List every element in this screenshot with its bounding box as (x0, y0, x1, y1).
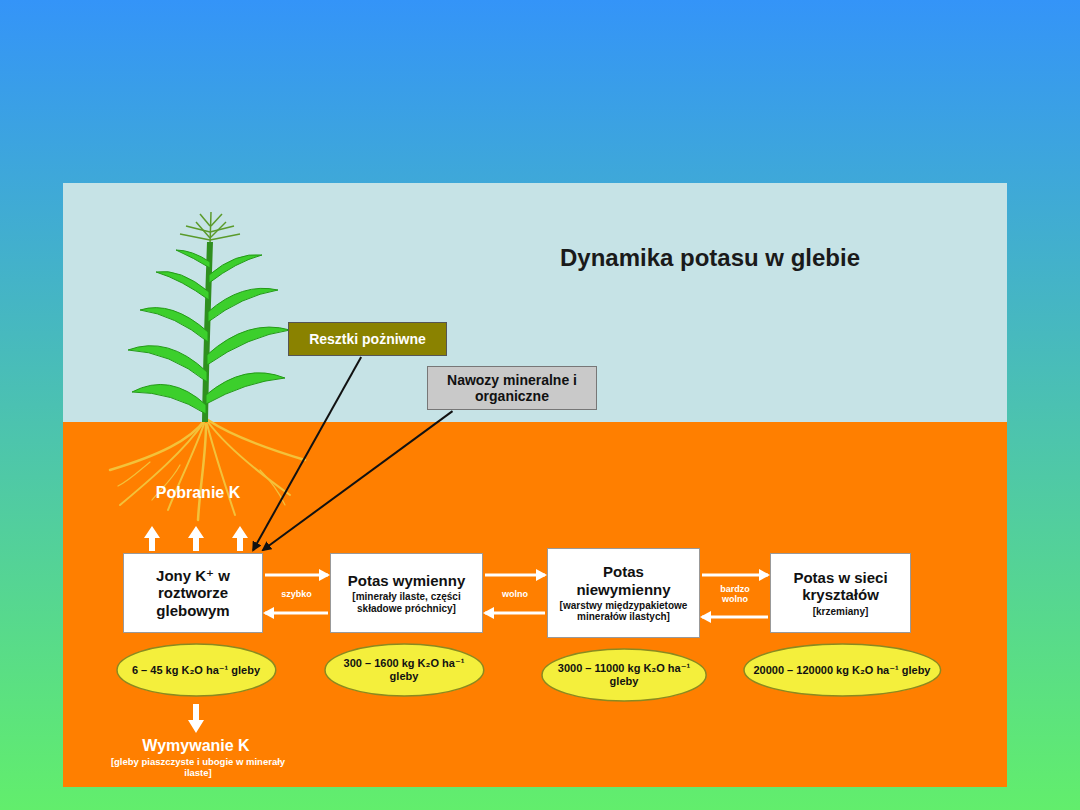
tassel-stroke (200, 214, 210, 226)
node-text: 20000 – 120000 kg K₂O ha⁻¹ gleby (753, 664, 930, 677)
amount-ellipse: 20000 – 120000 kg K₂O ha⁻¹ gleby (743, 643, 942, 697)
connector-arrow (265, 574, 328, 577)
root (110, 420, 205, 470)
tassel-stroke (211, 214, 222, 226)
node-text: Resztki pożniwne (309, 331, 426, 347)
sky-panel (63, 183, 1007, 423)
pool-box: Potas wymienny [minerały ilaste, części s… (330, 553, 483, 633)
up-arrow (144, 526, 160, 551)
pool-box: Potas niewymienny[warstwy międzypakietow… (547, 548, 700, 638)
node-text: 6 – 45 kg K₂O ha⁻¹ gleby (132, 664, 260, 677)
tassel-stroke (210, 226, 234, 232)
node-text: Jony K⁺ w roztworze glebowym (130, 567, 256, 619)
node-text: Potas niewymienny (554, 563, 693, 598)
plant-tassel (180, 212, 240, 245)
input-box: Resztki pożniwne (288, 322, 447, 356)
root (208, 420, 305, 460)
root (198, 424, 206, 520)
pool-box: Jony K⁺ w roztworze glebowym (123, 553, 263, 633)
leaf (132, 384, 206, 414)
leaf (206, 373, 285, 404)
connector-arrow (702, 616, 768, 619)
node-text: Nawozy mineralne i organiczne (434, 372, 590, 404)
amount-ellipse: 300 – 1600 kg K₂O ha⁻¹ gleby (324, 643, 485, 697)
pool-box: Potas w sieci kryształów [krzemiany] (770, 553, 911, 633)
connector-arrow (265, 612, 328, 615)
plant-leaves (128, 250, 290, 414)
root (118, 462, 150, 486)
connector-arrow (702, 574, 768, 577)
tassel-stroke (186, 226, 210, 232)
leaf (208, 288, 278, 322)
leaf (207, 327, 290, 365)
node-subtext: [warstwy międzypakietowe minerałów ilast… (554, 600, 693, 623)
tassel-stroke (180, 234, 210, 240)
node-subtext: [minerały ilaste, części składowe próchn… (337, 591, 476, 614)
ellipse-shape (744, 644, 941, 696)
node-text: 3000 – 11000 kg K₂O ha⁻¹ gleby (551, 662, 697, 687)
leaf (140, 308, 208, 342)
uptake-label: Pobranie K (128, 484, 268, 502)
connector-arrow (485, 612, 545, 615)
edge-label: bardzo wolno (711, 584, 759, 605)
connector-arrow (263, 411, 453, 550)
uptake-arrows (144, 526, 248, 551)
tassel-stroke (210, 234, 240, 240)
leaching-arrow (188, 704, 204, 733)
leaf (209, 255, 262, 283)
edge-label: szybko (273, 589, 321, 599)
diagram-title: Dynamika potasu w glebie (470, 244, 950, 272)
ellipse-shape (325, 644, 484, 696)
node-text: Potas wymienny (348, 572, 466, 589)
leaf (176, 250, 210, 268)
connector-arrow (485, 574, 545, 577)
ellipse-shape (117, 644, 276, 696)
amount-ellipse: 6 – 45 kg K₂O ha⁻¹ gleby (116, 643, 277, 697)
input-box: Nawozy mineralne i organiczne (427, 366, 597, 410)
node-text: Potas w sieci kryształów (777, 569, 904, 604)
up-arrow (232, 526, 248, 551)
leaching-label: Wymywanie K (106, 737, 286, 755)
connector-arrow (253, 357, 361, 550)
amount-ellipse: 3000 – 11000 kg K₂O ha⁻¹ gleby (541, 648, 707, 702)
leaf (128, 346, 207, 382)
soil-panel (63, 422, 1007, 787)
ellipse-shape (542, 649, 706, 701)
leaching-note: [gleby piaszczyste i ubogie w minerały i… (101, 757, 295, 779)
up-arrow (188, 526, 204, 551)
node-text: 300 – 1600 kg K₂O ha⁻¹ gleby (334, 657, 475, 682)
node-subtext: [krzemiany] (813, 606, 869, 618)
edge-label: wolno (491, 589, 539, 599)
leaf (156, 271, 209, 300)
plant (128, 212, 290, 422)
plant-roots (110, 420, 305, 520)
